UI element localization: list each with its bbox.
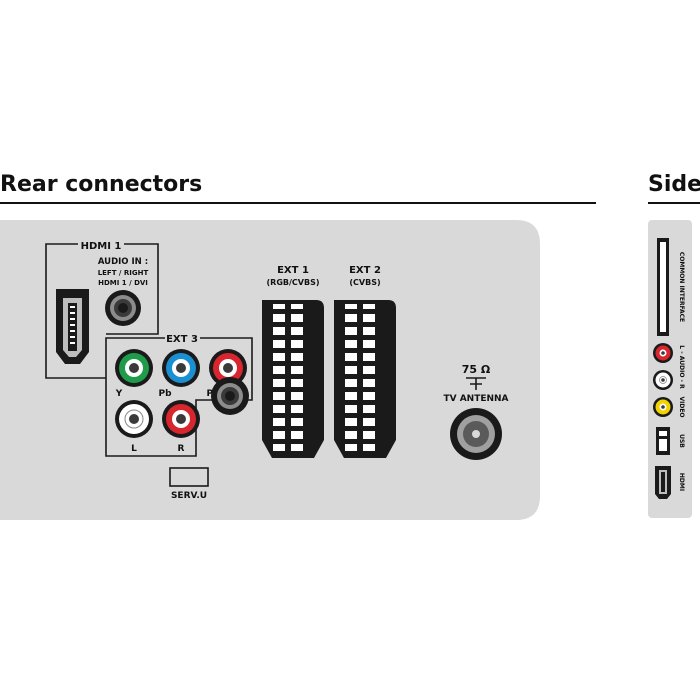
pr-jack[interactable] xyxy=(209,349,247,387)
side-audio-label: L - AUDIO - R xyxy=(678,345,685,389)
antenna-icon xyxy=(466,377,486,390)
r-label: R xyxy=(178,444,185,454)
y-label: Y xyxy=(115,389,123,399)
side-usb-port[interactable] xyxy=(656,427,670,455)
common-interface-label: COMMON INTERFACE xyxy=(678,252,685,322)
hdmi1-label: HDMI 1 xyxy=(81,241,122,252)
audio-out-jack[interactable] xyxy=(211,377,249,415)
pb-label: Pb xyxy=(158,389,172,399)
side-audio-l-jack[interactable] xyxy=(653,370,673,390)
side-hdmi-port[interactable] xyxy=(655,466,671,499)
audio-lr-label: LEFT / RIGHT xyxy=(98,269,149,277)
hdmi1-port[interactable] xyxy=(56,289,89,364)
rear-heading-rule xyxy=(0,202,596,204)
ext2-sub-label: (CVBS) xyxy=(349,278,380,287)
serv-u-port[interactable] xyxy=(169,467,209,487)
side-audio-r-jack[interactable] xyxy=(653,343,673,363)
side-heading-rule xyxy=(648,202,700,204)
y-jack[interactable] xyxy=(115,349,153,387)
ext3-label: EXT 3 xyxy=(166,334,198,345)
ext1-label: EXT 1 xyxy=(277,265,309,276)
audio-hdmi-dvi-label: HDMI 1 / DVI xyxy=(98,279,148,287)
ext1-sub-label: (RGB/CVBS) xyxy=(267,278,320,287)
ext2-scart-port[interactable] xyxy=(334,300,396,458)
audio-l-jack[interactable] xyxy=(115,400,153,438)
side-hdmi-label: HDMI xyxy=(678,473,685,491)
hdmi1-frame xyxy=(45,243,159,379)
audio-in-jack[interactable] xyxy=(105,290,141,326)
ohm-label: 75 Ω xyxy=(462,363,491,376)
side-connectors-heading: Side xyxy=(648,172,700,197)
ext1-scart-port[interactable] xyxy=(262,300,324,458)
audio-in-label: AUDIO IN : xyxy=(98,257,148,267)
side-usb-label: USB xyxy=(678,434,685,448)
tv-antenna-port[interactable] xyxy=(450,408,502,460)
serv-u-label: SERV.U xyxy=(171,491,207,501)
l-label: L xyxy=(131,444,137,454)
common-interface-slot[interactable] xyxy=(657,238,669,336)
side-video-jack[interactable] xyxy=(653,397,673,417)
rear-connectors-heading: Rear connectors xyxy=(0,172,203,197)
audio-r-jack[interactable] xyxy=(162,400,200,438)
ext2-label: EXT 2 xyxy=(349,265,381,276)
side-video-label: VIDEO xyxy=(678,396,685,417)
pb-jack[interactable] xyxy=(162,349,200,387)
tv-antenna-label: TV ANTENNA xyxy=(443,394,508,404)
